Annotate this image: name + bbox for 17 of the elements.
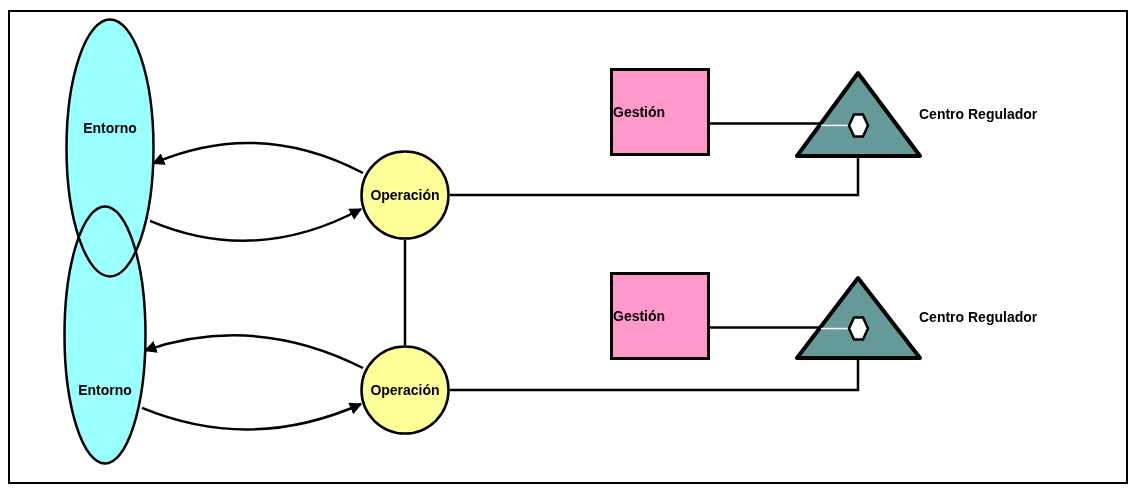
node-label: Gestión — [613, 306, 666, 326]
node-label: Centro Regulador — [919, 104, 1038, 124]
node-label: Operación — [370, 185, 440, 205]
process-box — [610, 68, 710, 156]
connector-line — [710, 326, 820, 329]
connector-line — [403, 240, 407, 345]
node-label: Gestión — [613, 102, 666, 122]
curved-arrow — [149, 207, 363, 242]
connector-line — [710, 122, 820, 125]
node-label: Entorno — [78, 381, 132, 400]
node-label: Centro Regulador — [919, 308, 1038, 327]
node-label: Entorno — [83, 119, 137, 138]
process-box — [610, 272, 710, 360]
connector-line — [450, 360, 860, 392]
connector-line — [450, 158, 860, 197]
node-label: Operación — [370, 380, 440, 400]
curved-arrow — [141, 402, 363, 431]
